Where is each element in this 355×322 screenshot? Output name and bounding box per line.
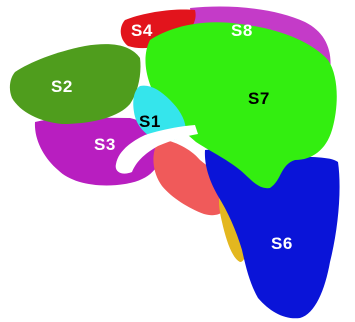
label-s7: S7 [248,89,270,108]
segment-s2 [10,44,141,124]
label-s8: S8 [231,21,253,40]
label-s2: S2 [51,77,73,96]
label-s3: S3 [94,135,116,154]
label-s6: S6 [271,234,293,253]
label-s4: S4 [131,21,153,40]
label-s1: S1 [139,112,161,131]
